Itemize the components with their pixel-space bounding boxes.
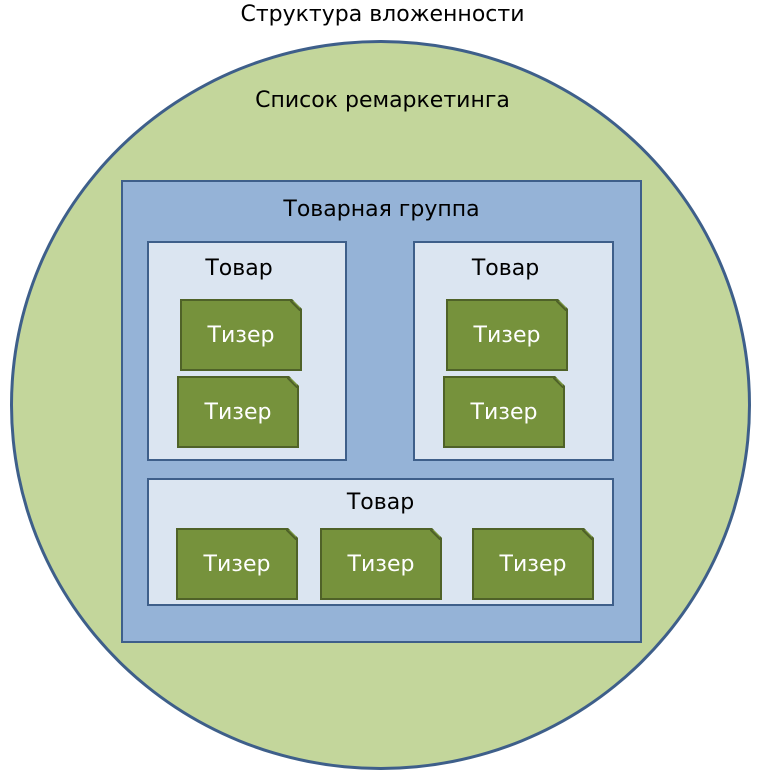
- teaser-3-3: Тизер: [472, 528, 594, 600]
- diagram-title: Структура вложенности: [240, 2, 525, 27]
- teaser-3-2: Тизер: [320, 528, 442, 600]
- teaser-2-2: Тизер: [443, 376, 565, 448]
- teaser-1-2: Тизер: [177, 376, 299, 448]
- product-label-1: Товар: [205, 256, 273, 281]
- teaser-1-1: Тизер: [180, 299, 302, 371]
- teaser-3-1: Тизер: [176, 528, 298, 600]
- teaser-2-1: Тизер: [446, 299, 568, 371]
- remarketing-list-label: Список ремаркетинга: [255, 88, 510, 113]
- product-label-2: Товар: [471, 256, 540, 281]
- product-label-3: Товар: [346, 490, 415, 515]
- product-group-label: Товарная группа: [283, 197, 480, 222]
